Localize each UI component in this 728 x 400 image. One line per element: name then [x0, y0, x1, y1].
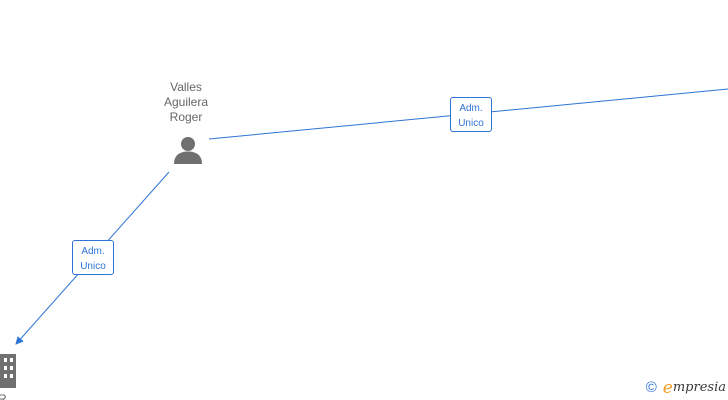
- copyright-icon: ©: [645, 379, 657, 396]
- person-name-line-3: Roger: [169, 110, 203, 124]
- edge-label-line-2: Unico: [80, 261, 106, 272]
- edge-label-line-2: Unico: [458, 118, 484, 129]
- edge-label-adm-unico[interactable]: Adm. Unico: [72, 240, 114, 275]
- person-name-line-1: Valles: [170, 80, 202, 94]
- person-icon[interactable]: [172, 136, 204, 164]
- person-name[interactable]: Valles Aguilera Roger: [146, 80, 226, 125]
- edge-label-adm-unico[interactable]: Adm. Unico: [450, 97, 492, 132]
- brand-logo-initial: e: [662, 378, 673, 398]
- person-name-line-2: Aguilera: [163, 95, 209, 109]
- edge-label-line-1: Adm.: [459, 103, 483, 114]
- edge-label-line-1: Adm.: [81, 246, 105, 257]
- brand-logo-text: mpresia: [672, 380, 726, 395]
- building-icon[interactable]: [0, 354, 18, 388]
- company-name[interactable]: R: [0, 392, 7, 400]
- empresia-watermark: © e mpresia: [646, 379, 726, 397]
